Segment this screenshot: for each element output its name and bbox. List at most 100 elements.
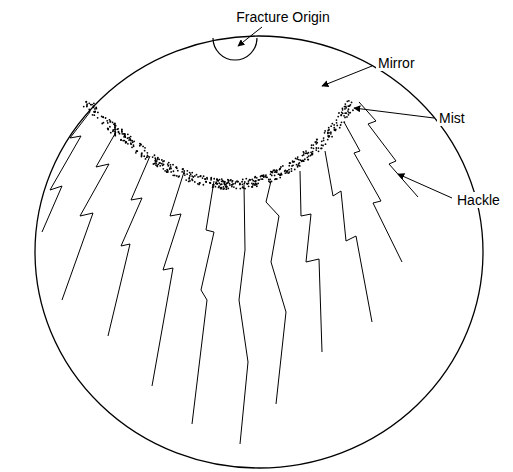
mist-dot (316, 139, 318, 141)
mist-dot (272, 172, 274, 174)
mist-dot (334, 129, 336, 131)
mist-dot (97, 117, 99, 119)
mist-dot (327, 135, 329, 137)
mist-dot (314, 141, 316, 143)
mist-dot (251, 186, 253, 188)
mist-dot (342, 112, 344, 114)
mist-dot (159, 162, 161, 164)
mist-dot (167, 170, 169, 172)
mist-dot (166, 171, 168, 173)
mist-dot (241, 181, 243, 183)
mist-dot (279, 174, 281, 176)
leader-line (238, 27, 262, 46)
mist-dot (130, 136, 132, 138)
mist-dot (225, 184, 227, 186)
mist-dot (125, 141, 127, 143)
mist-dot (112, 122, 114, 124)
mist-dot (349, 112, 351, 114)
mist-dot (170, 171, 172, 173)
mist-dot (298, 163, 300, 165)
mist-dot (274, 178, 276, 180)
mist-dot (223, 188, 225, 190)
mist-dot (159, 165, 161, 167)
mist-dot (145, 158, 147, 160)
mist-dot (121, 131, 123, 133)
mist-dot (305, 152, 307, 154)
mist-dot (127, 133, 129, 135)
mist-dot (232, 184, 234, 186)
mist-dot (328, 129, 330, 131)
mist-dot (210, 182, 212, 184)
mist-dot (188, 177, 190, 179)
mist-dot (242, 186, 244, 188)
mist-dot (181, 171, 183, 173)
mist-dot (246, 183, 248, 185)
mist-dot (316, 138, 318, 140)
mist-dot (310, 151, 312, 153)
mist-dot (280, 174, 282, 176)
mist-dot (94, 111, 96, 113)
mist-dot (339, 127, 341, 129)
mist-dot (114, 122, 116, 124)
origin-label: Fracture Origin (234, 9, 331, 25)
mist-dot (146, 152, 148, 154)
mist-dot (124, 133, 126, 135)
mist-dot (348, 100, 350, 102)
mist-dot (192, 176, 194, 178)
mist-dot (249, 179, 251, 181)
hackle-lines (42, 102, 418, 444)
mist-dot (167, 163, 169, 165)
mist-dot (147, 156, 149, 158)
mist-dot (152, 156, 154, 158)
mist-dot (204, 178, 206, 180)
mist-dot (328, 127, 330, 129)
mist-dot (210, 177, 212, 179)
mist-dot (163, 160, 165, 162)
mist-dot (121, 128, 123, 130)
mist-dot (218, 182, 220, 184)
mist-dot (220, 187, 222, 189)
mist-dot (322, 145, 324, 147)
mist-dot (163, 164, 165, 166)
mist-dot (94, 111, 96, 113)
mist-dot (346, 100, 348, 102)
mist-dot (117, 128, 119, 130)
mist-dot (260, 176, 262, 178)
mist-dot (225, 188, 227, 190)
mist-dot (282, 165, 284, 167)
hackle-line (239, 185, 248, 444)
mist-dot (175, 166, 177, 168)
mist-dot (297, 166, 299, 168)
mist-dot (161, 159, 163, 161)
mist-dot (218, 186, 220, 188)
mist-dot (139, 143, 141, 145)
mist-dot (320, 147, 322, 149)
mist-dot (333, 127, 335, 129)
mist-dot (114, 128, 116, 130)
mist-dot (254, 176, 256, 178)
mist-dot (340, 114, 342, 116)
mist-dot (220, 188, 222, 190)
mist-dot (142, 146, 144, 148)
hackle-line (300, 171, 322, 352)
mist-dot (315, 149, 317, 151)
mist-dot (197, 176, 199, 178)
mist-dot (262, 178, 264, 180)
mist-dot (242, 179, 244, 181)
mist-dot (346, 112, 348, 114)
mist-dot (106, 120, 108, 122)
mist-dot (194, 181, 196, 183)
mist-dot (342, 107, 344, 109)
mist-dot (284, 170, 286, 172)
mist-dot (131, 140, 133, 142)
mist-dot (286, 172, 288, 174)
mist-dot (303, 154, 305, 156)
mist-dot (336, 125, 338, 127)
mist-dot (327, 129, 329, 131)
mist-dot (318, 150, 320, 152)
mist-dot (85, 101, 87, 103)
mist-dot (217, 180, 219, 182)
mist-dot (344, 108, 346, 110)
mist-dot (127, 137, 129, 139)
